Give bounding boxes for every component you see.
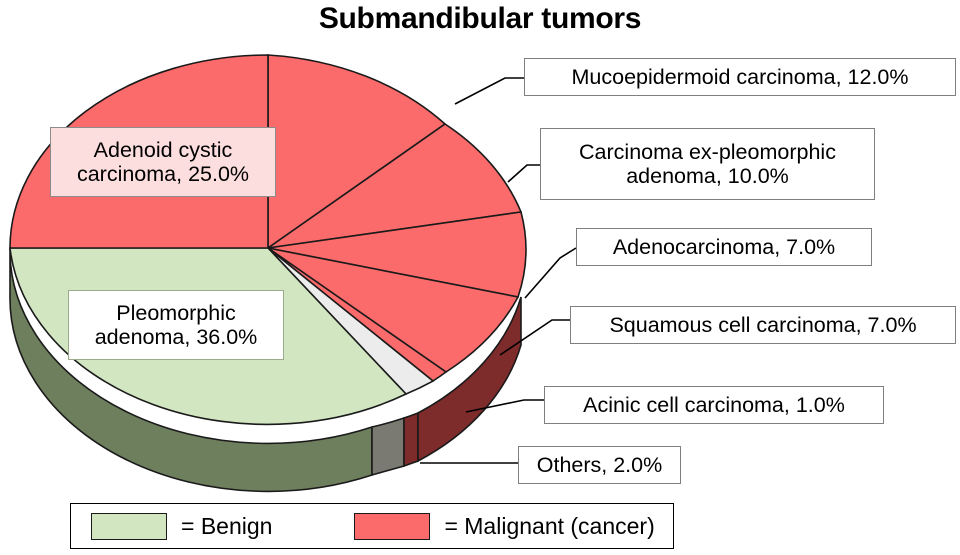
slice-label-acinic-cell-carcinoma: Acinic cell carcinoma, 1.0%	[544, 386, 884, 424]
slice-label-squamous-cell-carcinoma: Squamous cell carcinoma, 7.0%	[570, 306, 956, 344]
pie-slice-squamous-cell-carcinoma[interactable]	[267, 247, 520, 373]
slice-label-pleomorphic-adenoma: Pleomorphic adenoma, 36.0%	[68, 290, 284, 360]
leader-line-carcinoma-ex	[507, 164, 540, 183]
slice-label-mucoepidermoid: Mucoepidermoid carcinoma, 12.0%	[524, 58, 956, 96]
pie-wall-squamous	[417, 296, 522, 463]
legend-label-benign: = Benign	[181, 512, 273, 539]
legend-swatch-benign	[91, 512, 167, 540]
pie-slice-carcinoma-ex-pleomorphic[interactable]	[267, 123, 523, 249]
pie-slice-mucoepidermoid[interactable]	[267, 54, 447, 250]
page-title: Submandibular tumors	[318, 2, 642, 35]
slice-label-adenocarcinoma: Adenocarcinoma, 7.0%	[576, 228, 872, 266]
legend-label-malignant: = Malignant (cancer)	[444, 512, 655, 539]
pie-3d-side-walls	[9, 247, 522, 493]
slice-label-others: Others, 2.0%	[518, 446, 681, 484]
leader-line-acinic	[465, 399, 544, 413]
leader-line-squamous	[499, 319, 570, 356]
legend-swatch-malignant	[354, 512, 431, 540]
legend-item-benign: = Benign	[91, 512, 273, 540]
slice-label-carcinoma-ex-pleomorphic: Carcinoma ex-pleomorphic adenoma, 10.0%	[540, 128, 875, 200]
pie-slice-adenocarcinoma[interactable]	[267, 211, 527, 298]
pie-top-surface	[9, 54, 527, 426]
legend-item-malignant: = Malignant (cancer)	[354, 512, 655, 540]
slice-label-adenoid-cystic-carcinoma: Adenoid cystic carcinoma, 25.0%	[50, 127, 276, 197]
pie-wall-acinic	[403, 411, 419, 468]
leader-line-adenocarcinoma	[524, 247, 577, 299]
pie-wall-others	[371, 416, 405, 477]
leader-line-mucoepidermoid	[454, 77, 524, 105]
callout-leader-lines	[420, 77, 577, 464]
chart-legend: = Benign = Malignant (cancer)	[70, 503, 674, 549]
